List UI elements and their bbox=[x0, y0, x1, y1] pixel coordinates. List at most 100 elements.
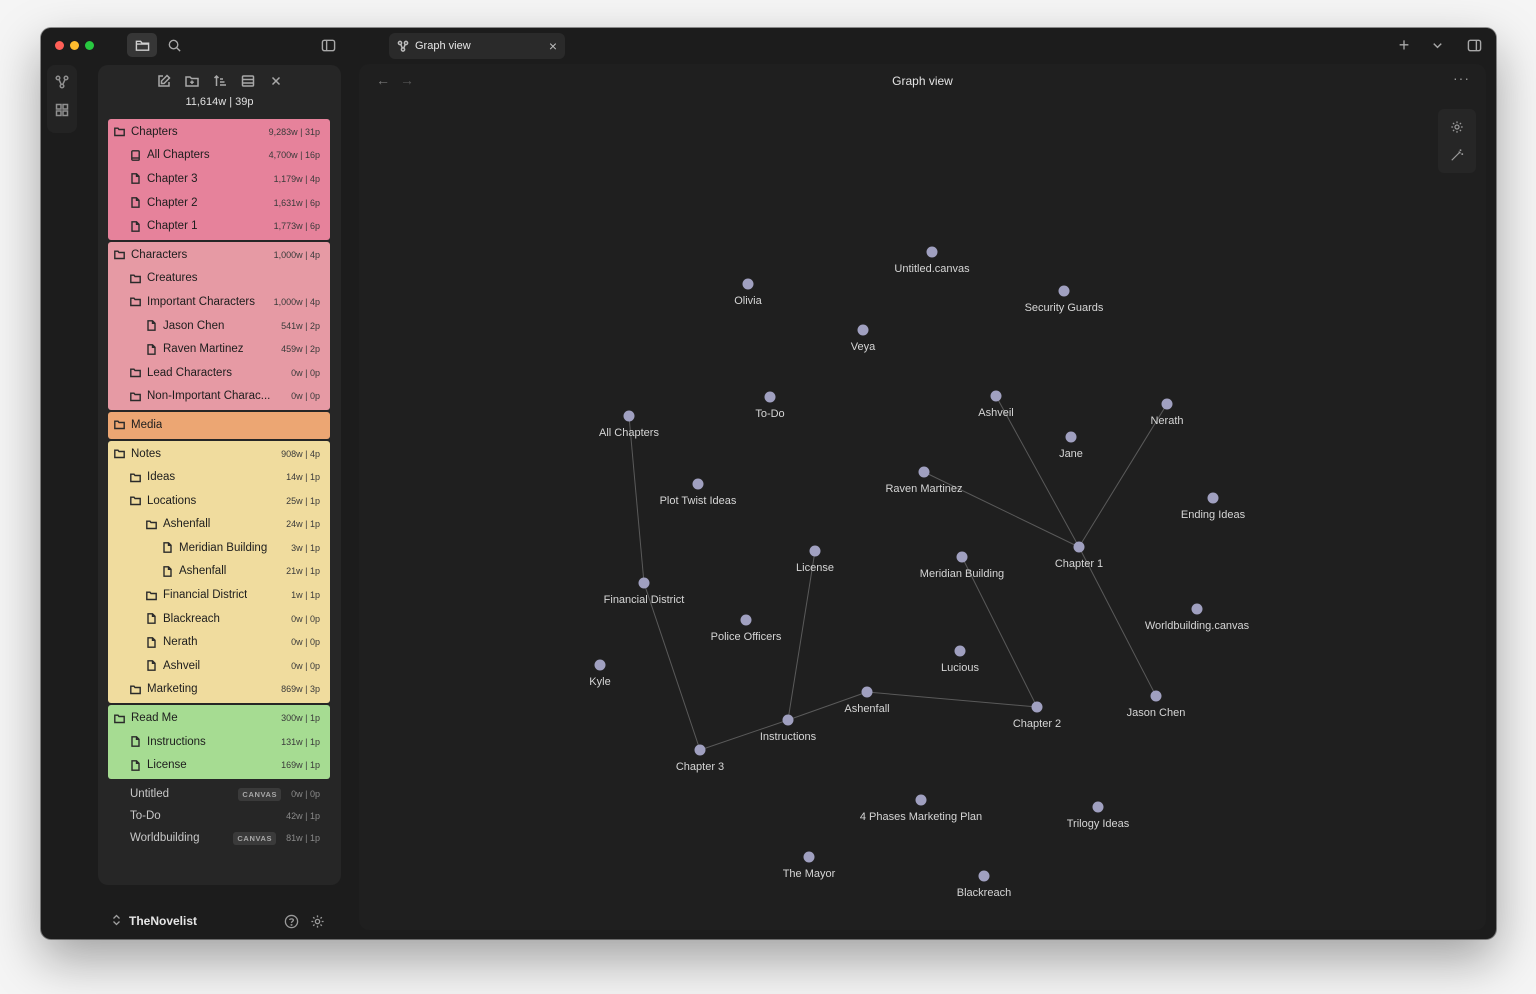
graph-node-instructions[interactable]: Instructions bbox=[760, 714, 817, 744]
graph-node-dot[interactable] bbox=[638, 577, 650, 589]
graph-node-ashveil[interactable]: Ashveil bbox=[978, 390, 1014, 420]
graph-node-all-chapters[interactable]: All Chapters bbox=[599, 410, 659, 440]
tab-list-button[interactable] bbox=[1424, 33, 1450, 57]
folder-item[interactable]: Media bbox=[108, 413, 330, 437]
graph-node-meridian-building[interactable]: Meridian Building bbox=[920, 551, 1004, 581]
left-sidebar-toggle[interactable] bbox=[315, 33, 341, 57]
help-icon[interactable] bbox=[283, 913, 299, 929]
graph-node-dot[interactable] bbox=[692, 478, 704, 490]
graph-node-dot[interactable] bbox=[857, 324, 869, 336]
graph-node-veya[interactable]: Veya bbox=[851, 324, 876, 354]
graph-node-dot[interactable] bbox=[809, 545, 821, 557]
graph-node-kyle[interactable]: Kyle bbox=[589, 659, 611, 689]
close-window-button[interactable] bbox=[55, 41, 64, 50]
graph-node-ashenfall[interactable]: Ashenfall bbox=[844, 686, 890, 716]
graph-node-blackreach[interactable]: Blackreach bbox=[957, 870, 1011, 900]
graph-node-chapter-2[interactable]: Chapter 2 bbox=[1013, 701, 1061, 731]
more-options-button[interactable]: ··· bbox=[1453, 70, 1470, 86]
graph-node-chapter-3[interactable]: Chapter 3 bbox=[676, 744, 724, 774]
graph-node-dot[interactable] bbox=[1150, 690, 1162, 702]
graph-node-dot[interactable] bbox=[926, 246, 938, 258]
graph-node-plot-twist-ideas[interactable]: Plot Twist Ideas bbox=[660, 478, 737, 508]
sort-button[interactable] bbox=[212, 73, 228, 89]
graph-node-police-officers[interactable]: Police Officers bbox=[711, 614, 782, 644]
collapse-button[interactable] bbox=[240, 73, 256, 89]
graph-node-dot[interactable] bbox=[1191, 603, 1203, 615]
graph-node-jason-chen[interactable]: Jason Chen bbox=[1127, 690, 1186, 720]
graph-node-dot[interactable] bbox=[1161, 398, 1173, 410]
graph-node-the-mayor[interactable]: The Mayor bbox=[783, 851, 836, 881]
graph-node-dot[interactable] bbox=[1065, 431, 1077, 443]
magic-wand-icon[interactable] bbox=[1449, 147, 1465, 163]
file-explorer-button[interactable] bbox=[127, 33, 157, 57]
graph-node-worldbuilding-canvas[interactable]: Worldbuilding.canvas bbox=[1145, 603, 1250, 633]
close-panel-button[interactable] bbox=[268, 73, 284, 89]
graph-node-dot[interactable] bbox=[742, 278, 754, 290]
graph-node-raven-martinez[interactable]: Raven Martinez bbox=[885, 466, 963, 496]
new-folder-button[interactable] bbox=[184, 73, 200, 89]
graph-node-dot[interactable] bbox=[1092, 801, 1104, 813]
search-button[interactable] bbox=[161, 33, 187, 57]
graph-node-four-phases[interactable]: 4 Phases Marketing Plan bbox=[860, 794, 982, 824]
minimize-window-button[interactable] bbox=[70, 41, 79, 50]
forward-button[interactable]: → bbox=[400, 72, 414, 88]
graph-node-dot[interactable] bbox=[1058, 285, 1070, 297]
graph-node-dot[interactable] bbox=[956, 551, 968, 563]
graph-node-dot[interactable] bbox=[803, 851, 815, 863]
graph-node-dot[interactable] bbox=[740, 614, 752, 626]
graph-node-dot[interactable] bbox=[764, 391, 776, 403]
graph-settings-gear-icon[interactable] bbox=[1449, 119, 1465, 135]
graph-view-ribbon-button[interactable] bbox=[53, 73, 71, 91]
graph-node-dot[interactable] bbox=[623, 410, 635, 422]
graph-node-jane[interactable]: Jane bbox=[1059, 431, 1083, 461]
folder-item[interactable]: Non-Important Charac...0w | 0p bbox=[108, 385, 330, 409]
canvas-ribbon-button[interactable] bbox=[53, 101, 71, 119]
graph-node-dot[interactable] bbox=[918, 466, 930, 478]
new-tab-button[interactable]: + bbox=[1398, 34, 1410, 55]
graph-node-dot[interactable] bbox=[990, 390, 1002, 402]
graph-node-dot[interactable] bbox=[915, 794, 927, 806]
graph-node-financial-district[interactable]: Financial District bbox=[604, 577, 685, 607]
graph-node-chapter-1[interactable]: Chapter 1 bbox=[1055, 541, 1103, 571]
graph-node-trilogy-ideas[interactable]: Trilogy Ideas bbox=[1067, 801, 1130, 831]
graph-node-to-do[interactable]: To-Do bbox=[755, 391, 785, 421]
graph-node-olivia[interactable]: Olivia bbox=[734, 278, 763, 308]
graph-node-dot[interactable] bbox=[978, 870, 990, 882]
graph-node-dot[interactable] bbox=[1207, 492, 1219, 504]
graph-node-dot[interactable] bbox=[861, 686, 873, 698]
folder-item[interactable]: Creatures bbox=[108, 267, 330, 291]
graph-node-license[interactable]: License bbox=[796, 545, 834, 575]
close-icon[interactable]: × bbox=[548, 38, 557, 54]
settings-gear-icon[interactable] bbox=[309, 913, 325, 929]
back-button[interactable]: ← bbox=[376, 72, 390, 88]
graph-node-dot[interactable] bbox=[694, 744, 706, 756]
new-note-button[interactable] bbox=[156, 73, 172, 89]
vault-switcher[interactable]: TheNovelist bbox=[98, 906, 341, 936]
